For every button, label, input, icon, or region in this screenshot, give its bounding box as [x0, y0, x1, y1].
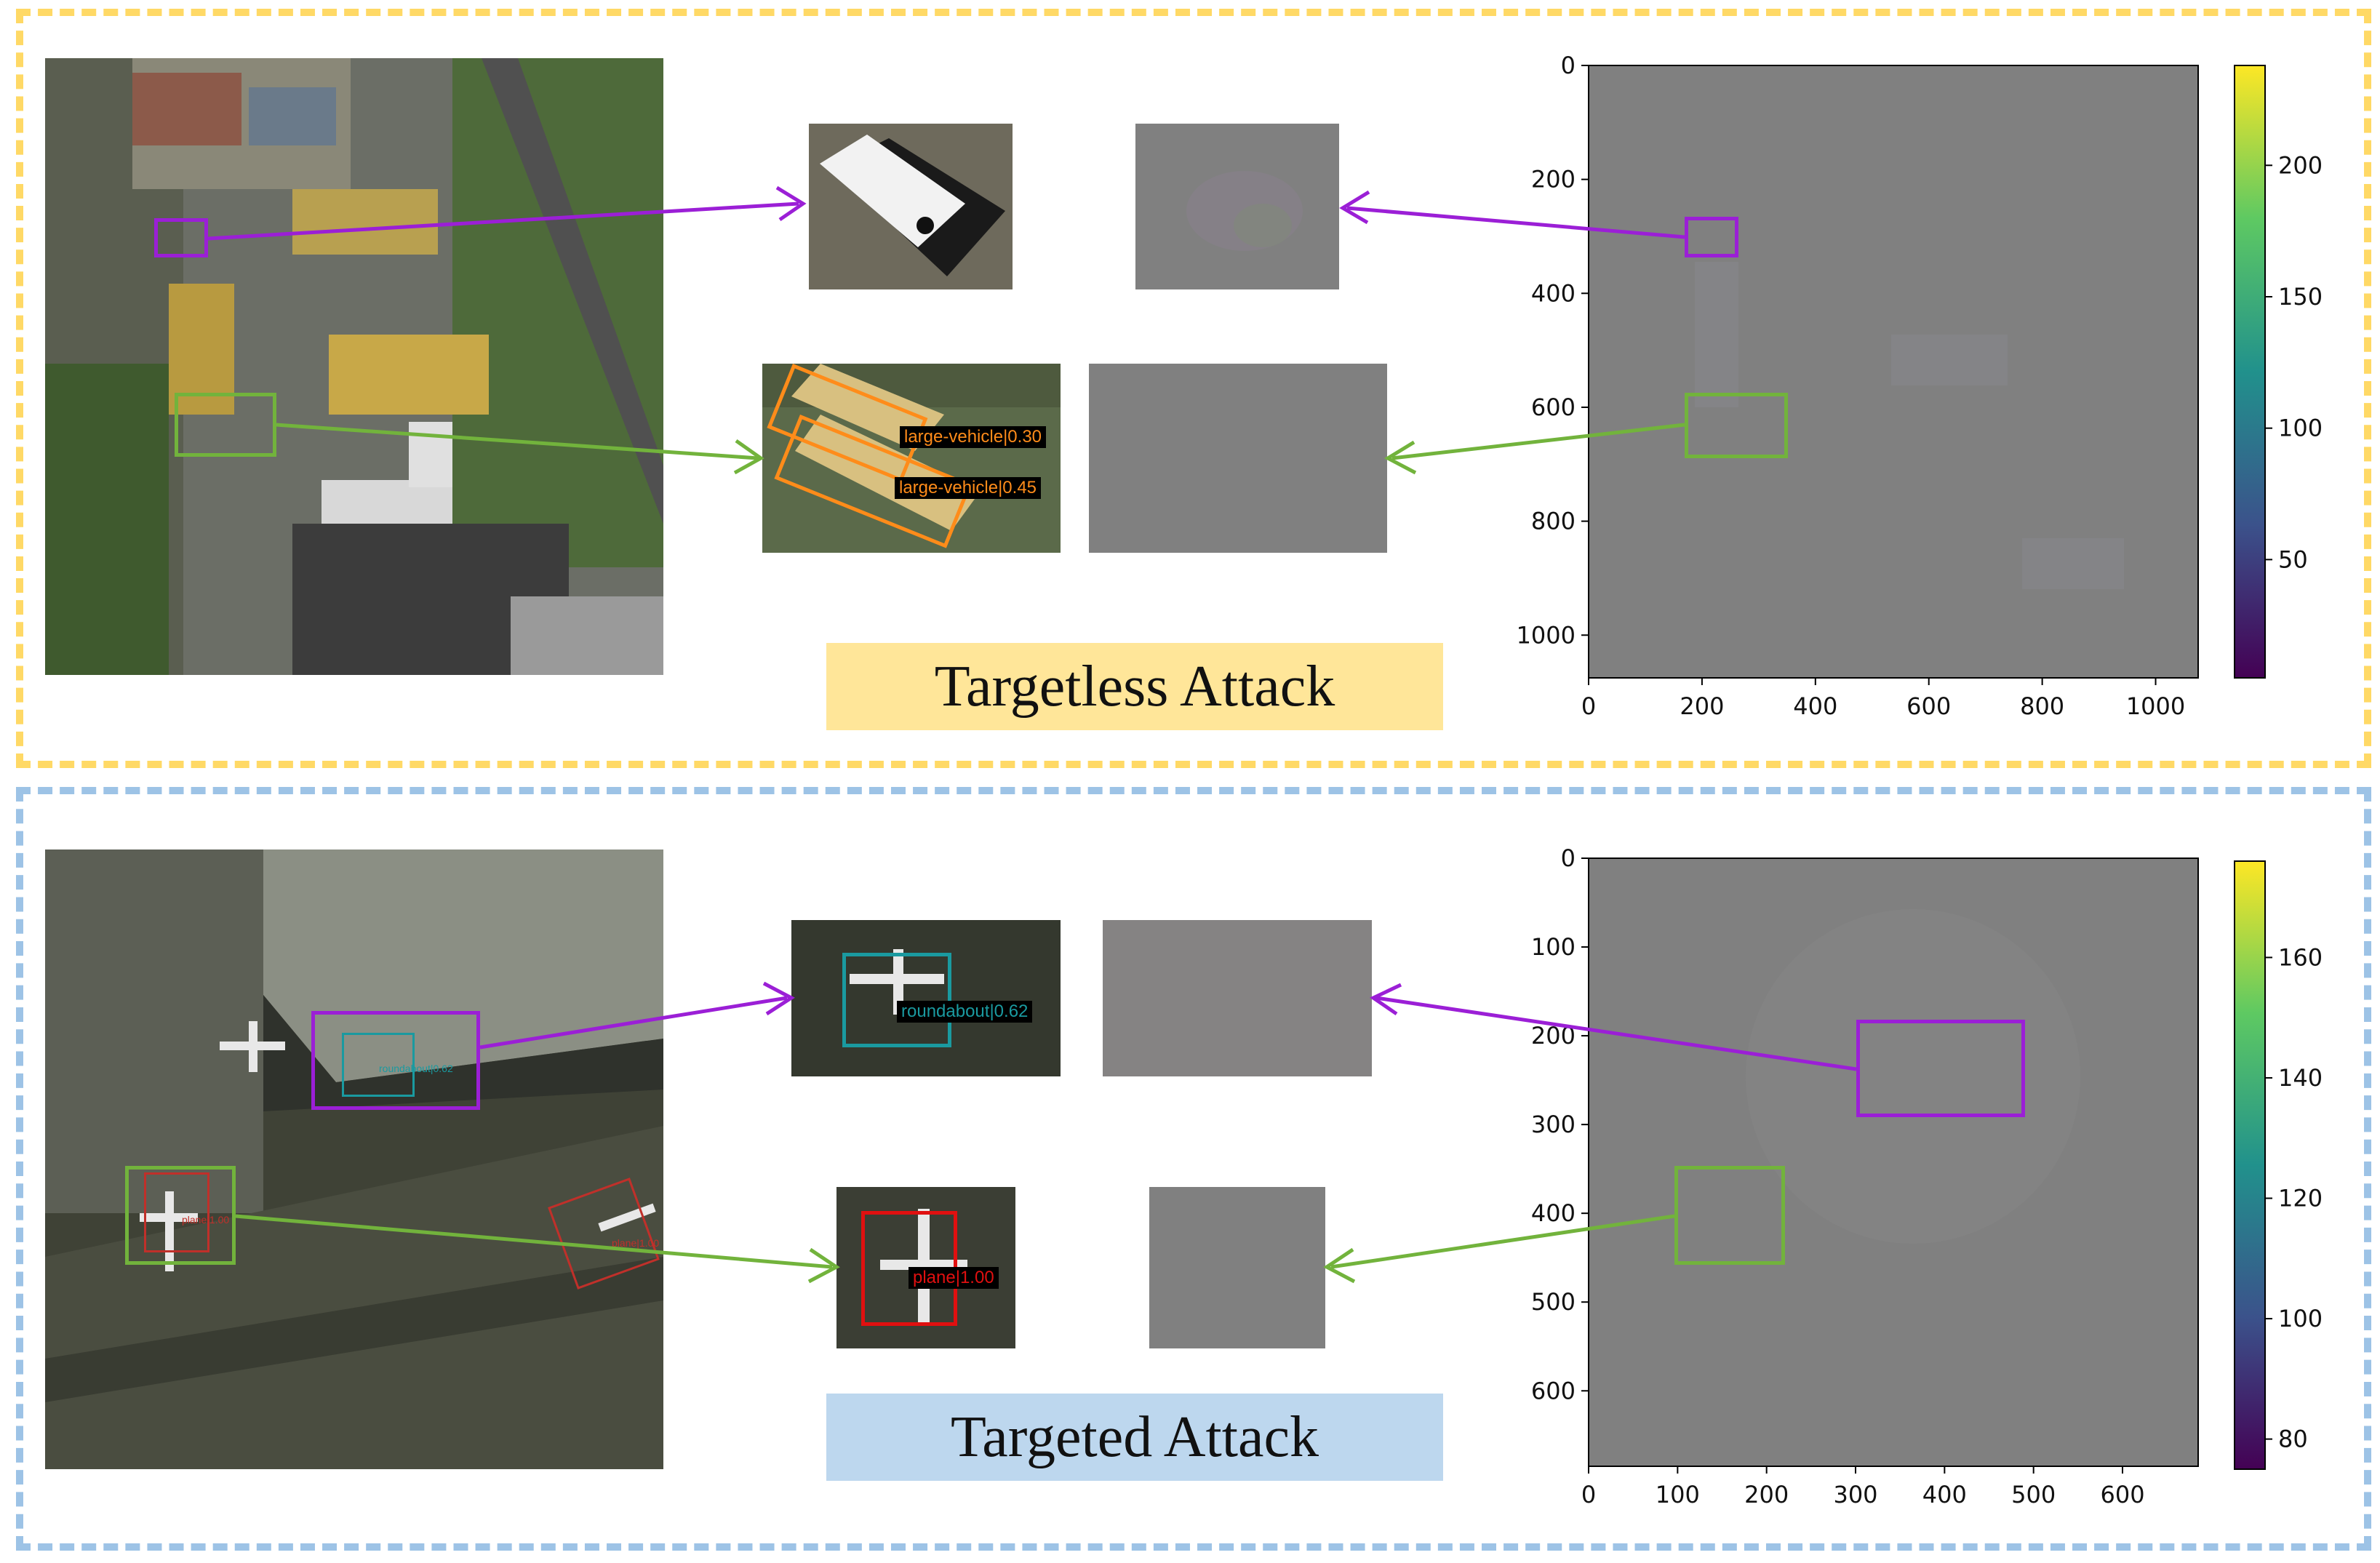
- arrow-purple-left-bottom: [479, 981, 795, 1050]
- plane-crop-1: [791, 920, 1061, 1076]
- y-tick-label: 200: [1531, 166, 1576, 193]
- x-tick-label: 800: [2020, 692, 2064, 720]
- small-label-plane-2: plane|1.00: [612, 1237, 660, 1249]
- colorbar-tick-label: 150: [2278, 283, 2323, 311]
- teal-detection-box: [842, 953, 951, 1047]
- detection-label-plane: plane|1.00: [909, 1267, 999, 1289]
- x-tick-label: 500: [2011, 1481, 2056, 1508]
- targeted-panel: [16, 787, 2371, 1551]
- x-tick-label: 0: [1581, 692, 1596, 720]
- colorbar-tick-label: 50: [2278, 545, 2308, 573]
- colorbar-tick-label: 200: [2278, 151, 2323, 179]
- colorbar-tick-label: 120: [2278, 1185, 2323, 1212]
- heatmap-green-box: [1685, 393, 1788, 458]
- arrow-purple-right-top: [1339, 190, 1685, 239]
- x-tick-label: 200: [1744, 1481, 1789, 1508]
- noise-pattern-1: [1135, 124, 1339, 289]
- x-tick-label: 300: [1833, 1481, 1877, 1508]
- parking-lot-image: [45, 58, 663, 675]
- colorbar-tick-label: 100: [2278, 415, 2323, 442]
- targeted-banner: Targeted Attack: [826, 1394, 1443, 1481]
- y-tick-label: 600: [1531, 1377, 1576, 1404]
- arrow-green-right-bottom: [1323, 1214, 1675, 1284]
- targeted-crop-roundabout: [791, 920, 1061, 1076]
- arrow-green-right-top: [1383, 423, 1685, 475]
- targeted-noise-crop-1: [1103, 920, 1372, 1076]
- colorbar-tick-labels: 200 150 100 50: [2265, 151, 2323, 573]
- colorbar-tick-label: 100: [2278, 1305, 2323, 1332]
- x-tick-label: 100: [1656, 1481, 1700, 1508]
- detection-label-1: large-vehicle|0.30: [900, 426, 1047, 448]
- targetless-colorbar: 200 150 100 50: [2234, 65, 2323, 679]
- y-tick-label: 300: [1531, 1111, 1576, 1138]
- white-vehicle-crop: [809, 124, 1013, 289]
- detection-label-roundabout: roundabout|0.62: [897, 1001, 1033, 1023]
- x-tick-labels: 0 200 400 600 800 1000: [1581, 678, 2185, 720]
- y-tick-label: 800: [1531, 508, 1576, 535]
- arrow-purple-right-bottom: [1370, 983, 1857, 1071]
- targetless-noise-crop-1: [1135, 124, 1339, 289]
- colorbar-tick-label: 80: [2278, 1426, 2308, 1453]
- arrow-green-left-bottom: [235, 1214, 840, 1284]
- x-tick-label: 1000: [2126, 692, 2185, 720]
- small-label-plane-1: plane|1.00: [182, 1214, 230, 1226]
- purple-box-plane: [311, 1011, 480, 1110]
- small-teal-box: [342, 1033, 415, 1097]
- green-box-bus: [175, 393, 276, 457]
- targeted-aerial-image: [45, 850, 663, 1469]
- arrow-green-left-top: [276, 423, 764, 475]
- y-tick-label: 500: [1531, 1288, 1576, 1316]
- targetless-crop-vehicle: [809, 124, 1013, 289]
- y-tick-label: 1000: [1517, 621, 1576, 649]
- y-tick-label: 600: [1531, 393, 1576, 421]
- targeted-colorbar: 160 140 120 100 80: [2234, 860, 2323, 1470]
- purple-box-vehicle: [154, 218, 208, 257]
- bus-crop: [762, 364, 1061, 553]
- y-tick-label: 100: [1531, 933, 1576, 961]
- heatmap-area: [1588, 65, 2199, 679]
- x-tick-label: 0: [1581, 1481, 1596, 1508]
- x-tick-label: 400: [1793, 692, 1837, 720]
- x-tick-label: 600: [2100, 1481, 2144, 1508]
- colorbar-tick-label: 140: [2278, 1064, 2323, 1092]
- targetless-aerial-image: [45, 58, 663, 675]
- colorbar-gradient-2: [2234, 860, 2266, 1470]
- x-tick-label: 600: [1906, 692, 1951, 720]
- detection-label-2: large-vehicle|0.45: [895, 477, 1042, 499]
- heatmap2-green-box: [1674, 1166, 1785, 1265]
- green-box-plane: [125, 1166, 236, 1265]
- targeted-heatmap: 0 100 200 300 400 500 600 0 100 200 300 400 500 600: [1531, 844, 2199, 1508]
- small-label-roundabout: roundabout|0.62: [379, 1063, 453, 1074]
- heatmap2-purple-box: [1856, 1020, 2025, 1117]
- y-tick-label: 0: [1561, 52, 1576, 79]
- colorbar-tick-label: 160: [2278, 943, 2323, 971]
- x-tick-labels-2: 0 100 200 300 400 500 600: [1581, 1466, 2145, 1508]
- y-tick-labels: 0 200 400 600 800 1000: [1517, 52, 1589, 649]
- colorbar-tick-labels-2: 160 140 120 100 80: [2265, 943, 2323, 1453]
- targetless-panel: [16, 9, 2371, 768]
- targetless-heatmap: 0 200 400 600 800 1000 0 200 400 600 800 1000: [1517, 52, 2199, 720]
- targeted-noise-crop-2: [1149, 1187, 1325, 1348]
- y-tick-label: 400: [1531, 279, 1576, 307]
- x-tick-label: 200: [1680, 692, 1724, 720]
- arrow-purple-left-top: [207, 185, 807, 241]
- targetless-noise-crop-2: [1089, 364, 1387, 553]
- colorbar-gradient: [2234, 65, 2266, 679]
- y-tick-label: 400: [1531, 1199, 1576, 1227]
- heatmap-purple-box: [1685, 217, 1738, 257]
- airport-image: [45, 850, 663, 1469]
- targetless-banner: Targetless Attack: [826, 643, 1443, 730]
- small-red-box-1: [144, 1172, 209, 1252]
- x-tick-label: 400: [1922, 1481, 1967, 1508]
- y-tick-label: 0: [1561, 844, 1576, 872]
- targetless-crop-buses: [762, 364, 1061, 553]
